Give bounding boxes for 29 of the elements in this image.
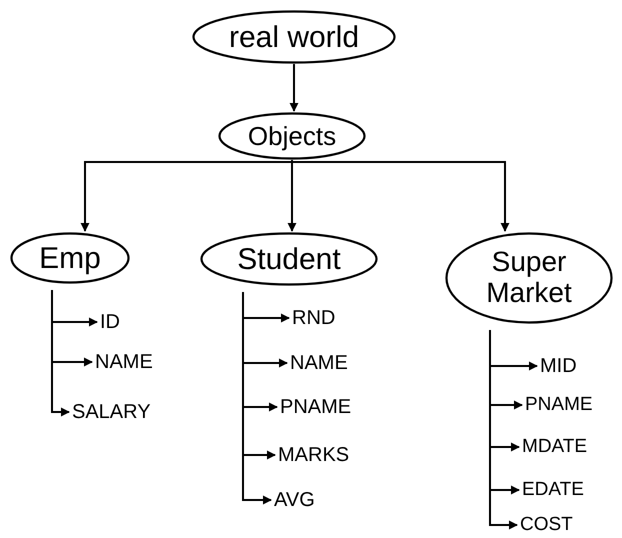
- attribute-label: COST: [520, 514, 573, 536]
- node-label: real world: [228, 20, 360, 54]
- entity-oval: [10, 232, 130, 284]
- node-label: Emp: [39, 242, 101, 274]
- arrow: [80, 160, 293, 232]
- entity-oval: [218, 112, 366, 160]
- arrow: [242, 292, 272, 504]
- attribute-label: ID: [100, 311, 120, 333]
- attribute-label: NAME: [290, 352, 348, 374]
- attribute-label: EDATE: [522, 480, 584, 500]
- attribute-label: MID: [540, 355, 577, 377]
- entity-oval: [200, 232, 378, 286]
- arrow: [290, 64, 298, 112]
- attribute-label: MDATE: [522, 436, 588, 458]
- attribute-label: PNAME: [525, 394, 593, 416]
- node-label: Objects: [248, 122, 336, 150]
- node-label: Student: [237, 242, 341, 276]
- attribute-label: PNAME: [280, 396, 352, 418]
- entity-oval: [445, 232, 613, 324]
- attribute-label: RND: [292, 307, 336, 329]
- arrow: [288, 160, 296, 232]
- attribute-label: AVG: [274, 489, 315, 511]
- node-label: Super Market: [485, 247, 573, 309]
- attribute-label: SALARY: [72, 401, 151, 423]
- arrow: [489, 330, 518, 530]
- attribute-label: NAME: [95, 351, 153, 373]
- attribute-label: MARKS: [278, 444, 350, 466]
- entity-oval: [192, 10, 396, 64]
- arrow: [291, 160, 510, 232]
